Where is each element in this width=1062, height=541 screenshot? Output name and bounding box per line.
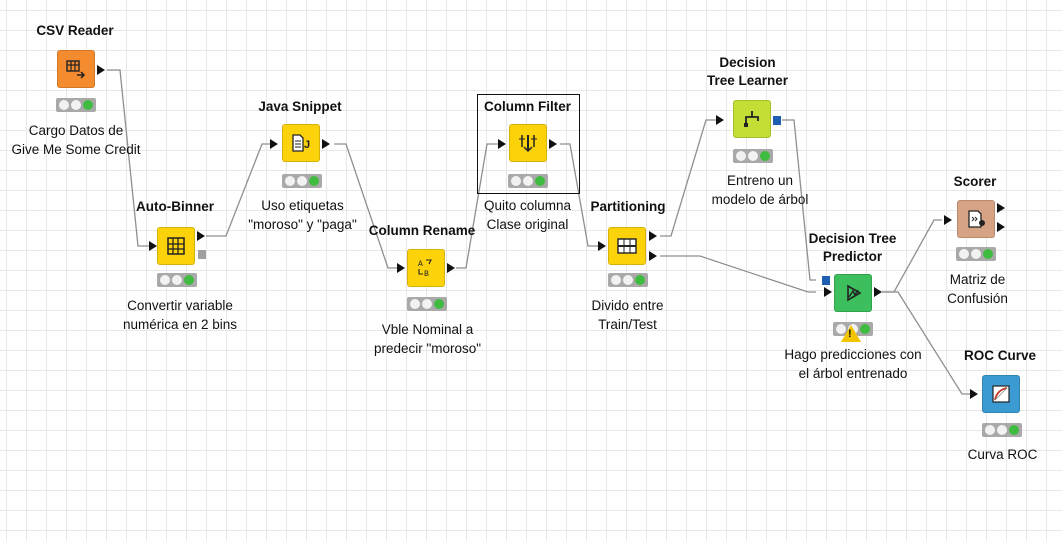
node-title: Decision Tree Predictor [795,230,910,266]
annotation-line: Convertir variable [127,298,233,313]
annotation-line: el árbol entrenado [798,366,908,381]
output-port-test[interactable] [649,251,657,261]
svg-text:J: J [304,139,310,151]
input-port[interactable] [149,241,157,251]
annotation-line: Curva ROC [967,447,1038,462]
annotation-line: Cargo Datos de [28,123,124,138]
input-port[interactable] [716,115,724,125]
status-lights [282,174,322,188]
node-title: Auto-Binner [136,199,214,214]
roc-chart-icon[interactable] [982,375,1020,413]
annotation-line: Clase original [486,217,569,232]
annotation-line: Divido entre [591,298,664,313]
title-line: Tree Learner [706,73,789,88]
warning-icon[interactable]: ! [841,325,861,342]
status-lights [407,297,447,311]
binner-icon[interactable] [157,227,195,265]
node-annotation: Divido entre Train/Test [570,296,685,334]
input-port[interactable] [824,287,832,297]
node-annotation: Matriz de Confusión [920,270,1035,308]
output-port[interactable] [322,139,330,149]
node-annotation: Hago predicciones con el árbol entrenado [768,345,938,383]
table-reader-icon[interactable] [57,50,95,88]
title-line: Predictor [822,249,883,264]
wire-partition-to-predictor [660,255,816,293]
node-annotation: Entreno un modelo de árbol [690,171,830,209]
status-lights [608,273,648,287]
annotation-line: "moroso" y "paga" [248,217,357,232]
node-annotation: Curva ROC [945,445,1060,464]
predictor-icon[interactable] [834,274,872,312]
warning-mark: ! [848,328,852,340]
node-title: CSV Reader [36,23,114,38]
node-title: Java Snippet [258,99,342,114]
annotation-line: Confusión [947,291,1008,306]
model-output-port[interactable] [198,250,206,259]
input-port[interactable] [270,139,278,149]
status-lights [982,423,1022,437]
annotation-line: Vble Nominal a [381,322,474,337]
node-annotation: Cargo Datos de Give Me Some Credit [0,121,152,159]
svg-text:B: B [424,270,429,279]
title-line: Decision Tree [808,231,897,246]
output-port[interactable] [97,65,105,75]
node-annotation: Quito columna Clase original [470,196,585,234]
input-port[interactable] [598,241,606,251]
java-file-icon[interactable]: J [282,124,320,162]
annotation-line: Train/Test [598,317,657,332]
output-port-train[interactable] [649,231,657,241]
output-port-confusion[interactable] [997,203,1005,213]
annotation-line: predecir "moroso" [373,341,482,356]
annotation-line: Give Me Some Credit [11,142,141,157]
model-output-port[interactable] [773,116,781,125]
output-port[interactable] [549,139,557,149]
annotation-line: modelo de árbol [711,192,809,207]
tree-learner-icon[interactable] [733,100,771,138]
partition-icon[interactable] [608,227,646,265]
output-port[interactable] [874,287,882,297]
input-port[interactable] [397,263,405,273]
annotation-line: Quito columna [483,198,572,213]
output-port[interactable] [197,231,205,241]
annotation-line: Uso etiquetas [261,198,344,213]
node-title: Scorer [953,174,997,189]
node-annotation: Vble Nominal a predecir "moroso" [355,320,500,358]
node-title: ROC Curve [963,348,1036,363]
scorer-icon[interactable] [957,200,995,238]
model-input-port[interactable] [822,276,830,285]
filter-columns-icon[interactable] [509,124,547,162]
status-lights [508,174,548,188]
output-port[interactable] [447,263,455,273]
annotation-line: Hago predicciones con [784,347,922,362]
status-lights [956,247,996,261]
title-line: Decision [719,55,776,70]
status-lights [56,98,96,112]
selection-frame [477,94,580,194]
svg-text:A: A [418,260,423,269]
status-lights [733,149,773,163]
node-title: Partitioning [590,199,666,214]
input-port[interactable] [970,389,978,399]
node-title: Column Rename [368,223,476,238]
annotation-line: Matriz de [949,272,1006,287]
annotation-line: Entreno un [726,173,794,188]
status-lights [157,273,197,287]
annotation-line: numérica en 2 bins [122,317,238,332]
node-title: Column Filter [484,99,571,114]
node-title: Decision Tree Learner [690,54,805,90]
node-annotation: Convertir variable numérica en 2 bins [100,296,260,334]
input-port[interactable] [498,139,506,149]
output-port-accuracy[interactable] [997,222,1005,232]
node-annotation: Uso etiquetas "moroso" y "paga" [230,196,375,234]
input-port[interactable] [944,215,952,225]
